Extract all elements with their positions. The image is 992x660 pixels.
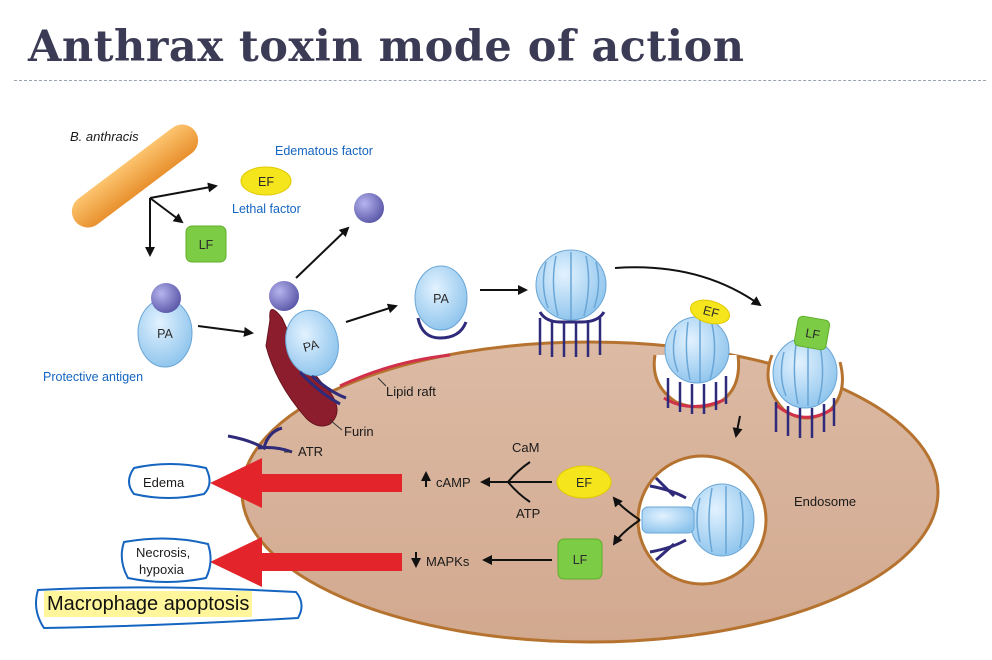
edema-arrow bbox=[210, 458, 402, 508]
ef-free: EF bbox=[240, 166, 292, 196]
atr-label: ATR bbox=[298, 444, 323, 459]
lf-cytosol: LF bbox=[557, 538, 603, 580]
necrosis-arrow bbox=[210, 537, 402, 587]
svg-text:hypoxia: hypoxia bbox=[139, 562, 185, 577]
pa-heptamer-ef: EF bbox=[664, 299, 731, 414]
pa-free: PA bbox=[137, 283, 193, 368]
necrosis-callout: Necrosis, hypoxia bbox=[120, 537, 212, 583]
atp-label: ATP bbox=[516, 506, 540, 521]
svg-text:PA: PA bbox=[302, 337, 321, 355]
furin-label: Furin bbox=[344, 424, 374, 439]
endosome-pore bbox=[641, 476, 755, 562]
lf-free: LF bbox=[185, 225, 227, 263]
edema-callout: Edema bbox=[128, 463, 211, 499]
macrophage-apoptosis-highlight: Macrophage apoptosis bbox=[44, 591, 253, 617]
endosome-label: Endosome bbox=[794, 494, 856, 509]
svg-text:LF: LF bbox=[573, 553, 588, 567]
camp-label: cAMP bbox=[436, 475, 471, 490]
pa-heptamer-lf: LF bbox=[772, 315, 838, 438]
svg-text:LF: LF bbox=[199, 238, 214, 252]
slide-title: Anthrax toxin mode of action bbox=[28, 22, 745, 72]
atr-receptor bbox=[227, 426, 293, 454]
pa-furin-complex: PA bbox=[265, 281, 347, 427]
protective-antigen-label: Protective antigen bbox=[43, 370, 143, 384]
mapks-label: MAPKs bbox=[426, 554, 470, 569]
pa63-monomer: PA bbox=[414, 265, 468, 340]
svg-text:PA: PA bbox=[157, 327, 173, 341]
cam-label: CaM bbox=[512, 440, 539, 455]
pa-heptamer bbox=[535, 249, 607, 357]
svg-text:EF: EF bbox=[576, 476, 592, 490]
edematous-factor-label: Edematous factor bbox=[275, 144, 373, 158]
svg-text:EF: EF bbox=[258, 175, 274, 189]
bacterium-group: B. anthracis bbox=[70, 124, 218, 257]
title-divider bbox=[14, 80, 986, 81]
svg-text:Necrosis,: Necrosis, bbox=[136, 545, 190, 560]
b-anthracis-label: B. anthracis bbox=[70, 129, 139, 144]
bacterium bbox=[71, 124, 199, 228]
pa20-fragment bbox=[354, 193, 384, 223]
svg-text:PA: PA bbox=[433, 292, 449, 306]
lipid-raft-label: Lipid raft bbox=[386, 384, 436, 399]
svg-text:EF: EF bbox=[702, 303, 721, 321]
apoptosis-outline bbox=[35, 586, 303, 630]
svg-text:Edema: Edema bbox=[143, 475, 185, 490]
lethal-factor-label: Lethal factor bbox=[232, 202, 301, 216]
lipid-raft-membrane bbox=[339, 353, 451, 388]
svg-text:LF: LF bbox=[804, 326, 821, 342]
ef-cytosol: EF bbox=[556, 465, 612, 499]
